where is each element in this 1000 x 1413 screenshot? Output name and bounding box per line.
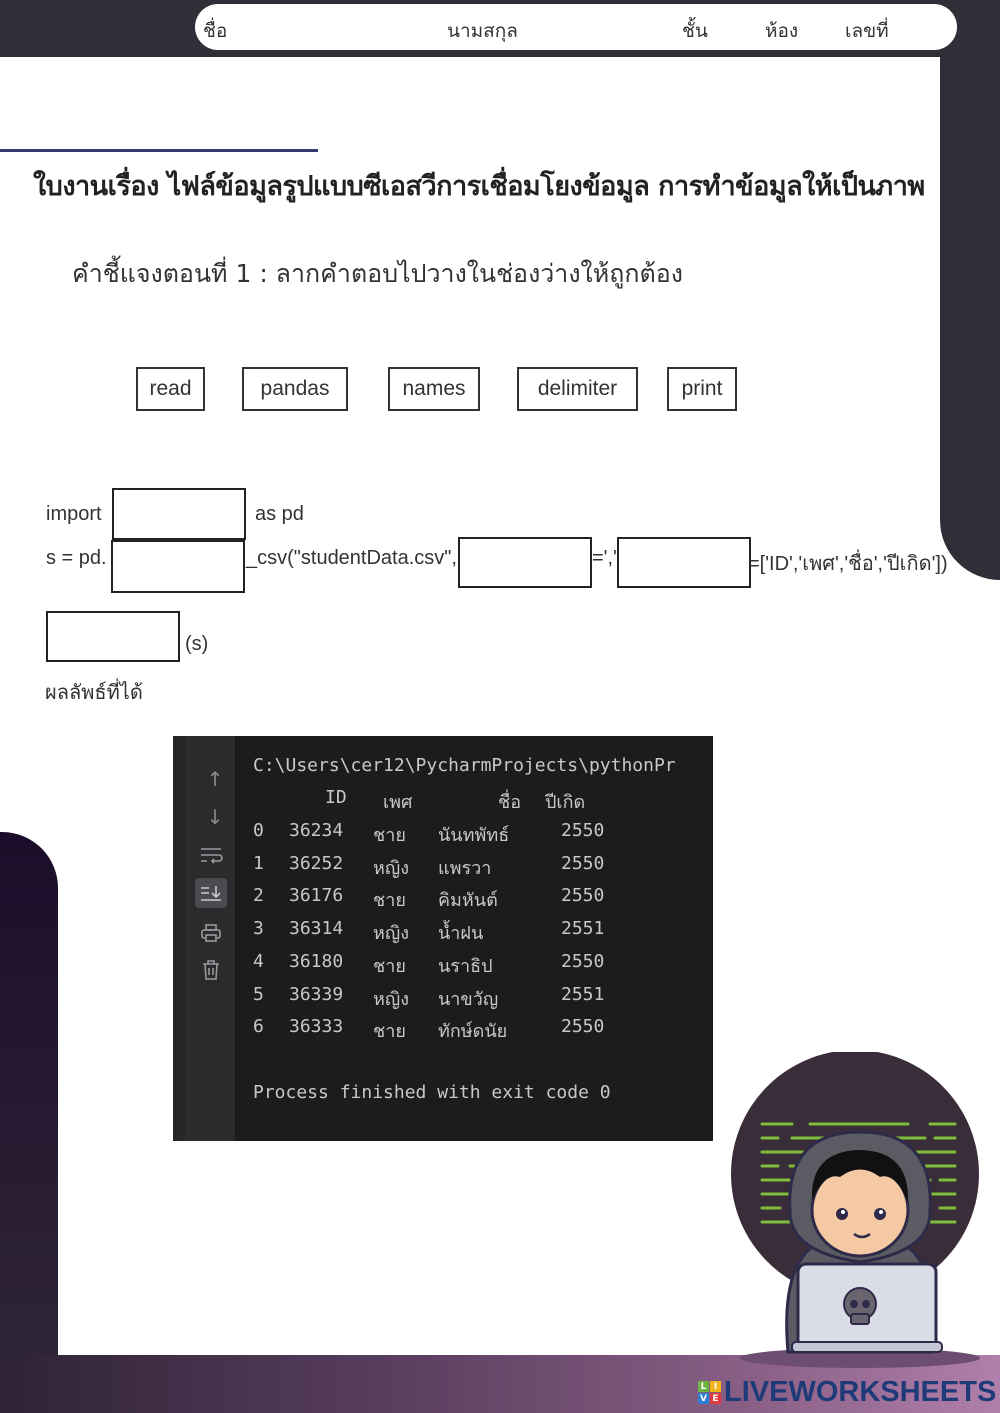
room-label: ห้อง bbox=[765, 20, 799, 42]
code-import: import bbox=[46, 503, 102, 525]
console-cell-index: 6 bbox=[253, 1016, 264, 1038]
console-output: ↑ ↓ C:\Users\cer12\PycharmProjects\pytho… bbox=[173, 736, 713, 1141]
code-eq-comma: =',' bbox=[592, 547, 617, 569]
console-cell-sex: หญิง bbox=[373, 923, 409, 945]
arrow-up-icon[interactable]: ↑ bbox=[206, 767, 224, 791]
console-cell-name: นาขวัญ bbox=[438, 988, 499, 1010]
console-cell-id: 36333 bbox=[289, 1016, 344, 1038]
laptop-base bbox=[791, 1341, 943, 1353]
console-cell-sex: ชาย bbox=[373, 890, 406, 912]
skull-icon bbox=[843, 1287, 877, 1325]
number-label: เลขที่ bbox=[845, 20, 889, 42]
grade-label: ชั้น bbox=[682, 20, 708, 42]
hacker-illustration bbox=[731, 1052, 980, 1368]
code-assign: s = pd. bbox=[46, 547, 107, 569]
drop-zone-names-arg[interactable] bbox=[617, 537, 751, 588]
console-cell-year: 2551 bbox=[561, 918, 605, 940]
console-cell-name: นราธิป bbox=[438, 955, 493, 977]
hair bbox=[811, 1150, 909, 1202]
console-cell-id: 36314 bbox=[289, 918, 344, 940]
print-icon[interactable] bbox=[195, 918, 227, 948]
result-label: ผลลัพธ์ที่ได้ bbox=[45, 680, 143, 704]
drop-zone-delimiter-arg[interactable] bbox=[458, 537, 592, 588]
console-gutter: ↑ ↓ bbox=[173, 736, 235, 1141]
answer-print[interactable]: print bbox=[667, 367, 737, 411]
console-cell-index: 0 bbox=[253, 820, 264, 841]
left-eye bbox=[836, 1208, 848, 1220]
drop-zone-module[interactable] bbox=[112, 488, 246, 540]
logo-blocks-icon: L I V E bbox=[698, 1381, 721, 1404]
answer-read[interactable]: read bbox=[136, 367, 205, 411]
code-csv-call: _csv("studentData.csv", bbox=[246, 547, 457, 569]
instruction-text: คำชี้แจงตอนที่ 1 : ลากคำตอบไปวางในช่องว่… bbox=[72, 259, 683, 288]
console-exit-message: Process finished with exit code 0 bbox=[253, 1082, 611, 1103]
console-cell-index: 5 bbox=[253, 983, 264, 1005]
console-cell-id: 36234 bbox=[289, 820, 344, 841]
surname-label: นามสกุล bbox=[447, 20, 518, 42]
code-names-list: =['ID','เพศ','ชื่อ','ปีเกิด']) bbox=[748, 553, 948, 575]
answer-delimiter[interactable]: delimiter bbox=[517, 367, 638, 411]
console-cell-id: 36252 bbox=[289, 852, 344, 874]
name-label: ชื่อ bbox=[203, 20, 228, 42]
liveworksheets-logo: L I V E LIVEWORKSHEETS bbox=[698, 1376, 996, 1409]
console-cell-index: 2 bbox=[253, 885, 264, 907]
logo-text: LIVEWORKSHEETS bbox=[724, 1376, 997, 1408]
col-sex: เพศ bbox=[383, 792, 413, 813]
console-cell-name: น้ำฝน bbox=[438, 923, 484, 945]
right-eye bbox=[874, 1208, 886, 1220]
console-cell-year: 2550 bbox=[561, 820, 605, 841]
console-cell-index: 1 bbox=[253, 852, 264, 874]
drop-zone-print[interactable] bbox=[46, 611, 180, 662]
console-cell-sex: ชาย bbox=[373, 1021, 406, 1043]
console-cell-id: 36180 bbox=[289, 950, 344, 972]
console-cell-index: 4 bbox=[253, 950, 264, 972]
code-print-arg: (s) bbox=[185, 633, 209, 655]
student-info-bar: ชื่อ นามสกุล ชั้น ห้อง เลขที่ bbox=[195, 4, 957, 50]
console-cell-name: แพรวา bbox=[438, 857, 492, 879]
console-cell-sex: ชาย bbox=[373, 955, 406, 977]
answer-pandas[interactable]: pandas bbox=[242, 367, 348, 411]
console-cell-id: 36339 bbox=[289, 983, 344, 1005]
worksheet-title: ใบงานเรื่อง ไฟล์ข้อมูลรูปแบบซีเอสวีการเช… bbox=[33, 171, 925, 202]
console-cell-year: 2551 bbox=[561, 983, 605, 1005]
answer-names[interactable]: names bbox=[388, 367, 480, 411]
console-cell-year: 2550 bbox=[561, 885, 605, 907]
trash-icon[interactable] bbox=[195, 955, 227, 985]
console-cell-sex: หญิง bbox=[373, 857, 409, 879]
console-cell-index: 3 bbox=[253, 918, 264, 940]
console-cell-year: 2550 bbox=[561, 1016, 605, 1038]
code-as-pd: as pd bbox=[255, 503, 304, 525]
console-cell-name: นันทพัทธ์ bbox=[438, 825, 510, 846]
left-decor-panel bbox=[0, 832, 58, 1372]
console-cell-sex: หญิง bbox=[373, 988, 409, 1010]
col-name: ชื่อ bbox=[498, 792, 522, 813]
console-cell-sex: ชาย bbox=[373, 825, 406, 846]
console-path: C:\Users\cer12\PycharmProjects\pythonPr bbox=[253, 755, 676, 776]
smile bbox=[853, 1232, 871, 1239]
console-cell-year: 2550 bbox=[561, 950, 605, 972]
console-cell-year: 2550 bbox=[561, 852, 605, 874]
scroll-to-end-icon[interactable] bbox=[195, 878, 227, 908]
console-cell-name: ทักษ์ดนัย bbox=[438, 1021, 508, 1043]
console-cell-name: คิมหันต์ bbox=[438, 890, 498, 912]
soft-wrap-icon[interactable] bbox=[195, 841, 227, 871]
col-id: ID bbox=[325, 787, 347, 808]
title-rule bbox=[0, 149, 318, 152]
console-cell-id: 36176 bbox=[289, 885, 344, 907]
right-frame bbox=[940, 40, 1000, 580]
col-year: ปีเกิด bbox=[545, 792, 586, 813]
arrow-down-icon[interactable]: ↓ bbox=[206, 805, 224, 829]
drop-zone-function[interactable] bbox=[111, 540, 245, 593]
